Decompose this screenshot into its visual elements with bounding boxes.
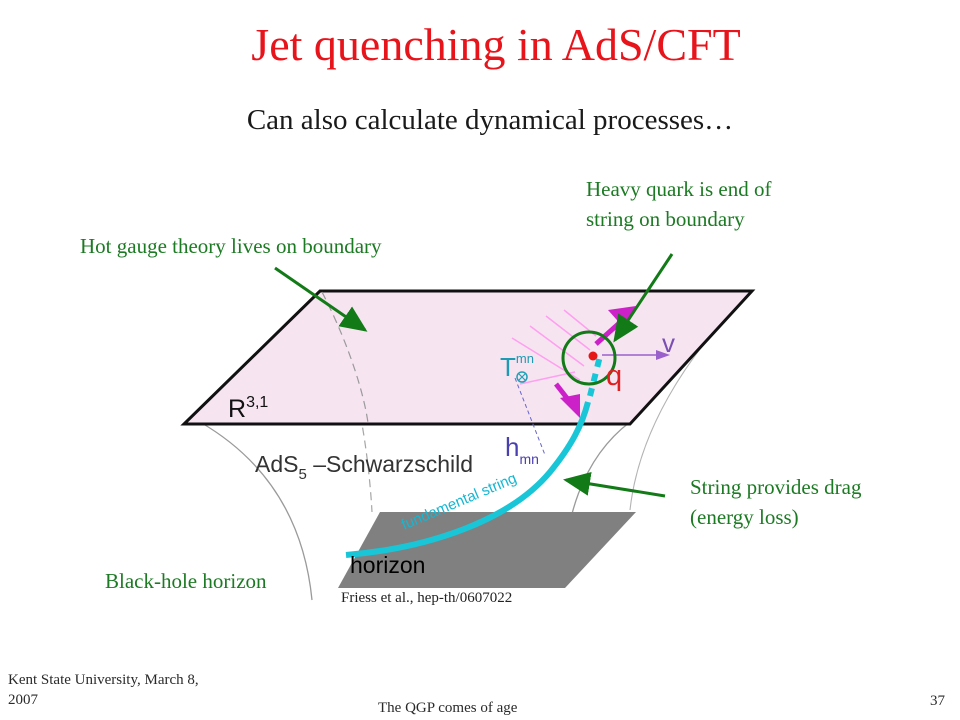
- footer-center: The QGP comes of age: [378, 700, 518, 716]
- slide-title: Jet quenching in AdS/CFT: [251, 19, 741, 70]
- force-arrow-down-icon: [560, 394, 580, 418]
- bulk-label: AdS5 –Schwarzschild: [255, 451, 473, 483]
- horizon-label: horizon: [350, 552, 425, 578]
- velocity-arrow-icon: [656, 350, 670, 360]
- callout-black-hole: Black-hole horizon: [105, 569, 267, 593]
- arrow-to-quark: [613, 253, 674, 343]
- quark-highlight-circle: [561, 330, 617, 386]
- callout-string-drag-line2: (energy loss): [690, 505, 799, 529]
- boundary-label: R3,1: [228, 394, 268, 423]
- arrow-to-string: [563, 471, 666, 498]
- tmn-label: Tmn: [500, 351, 534, 382]
- quark-label: q: [606, 360, 622, 392]
- arrow-to-boundary: [274, 266, 368, 332]
- callout-heavy-quark-line1: Heavy quark is end of: [586, 177, 772, 201]
- callout-heavy-quark: Heavy quark is end of string on boundary: [586, 174, 771, 234]
- hmn-label: hmn: [505, 432, 539, 467]
- figure-credit: Friess et al., hep-th/0607022: [341, 590, 513, 606]
- callout-string-drag-line1: String provides drag: [690, 475, 862, 499]
- heavy-quark-dot: [588, 351, 598, 361]
- boundary-plane: [180, 289, 756, 426]
- footer-institution: Kent State University, March 8, 2007: [8, 672, 199, 708]
- horizon-plane: [338, 512, 636, 588]
- fundamental-string: [345, 401, 591, 558]
- page-number: 37: [930, 693, 945, 709]
- slide-subtitle: Can also calculate dynamical processes…: [246, 104, 734, 136]
- velocity-label: v: [662, 328, 675, 358]
- bulk-left-wall: [199, 421, 313, 601]
- callout-heavy-quark-line2: string on boundary: [586, 207, 745, 231]
- callout-string-drag: String provides drag (energy loss): [690, 472, 861, 532]
- callout-hot-gauge: Hot gauge theory lives on boundary: [80, 234, 382, 258]
